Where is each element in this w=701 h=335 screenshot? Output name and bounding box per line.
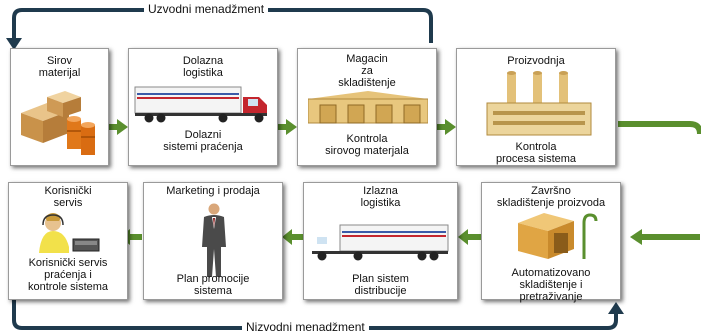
flow-arrow-production-exit (618, 121, 701, 135)
flow-arrow-1 (109, 119, 128, 135)
raw-material-barrels-icon (21, 91, 95, 155)
stage-caption: Korisnički servis praćenja i kontrole si… (27, 257, 109, 293)
stage-caption: Plan sistem distribucije (352, 273, 409, 297)
stage-title: Korisnički servis (44, 185, 92, 209)
upstream-management-label: Uzvodni menadžment (144, 2, 269, 16)
stage-production: Proizvodnja Kontrola procesa sistema (456, 48, 616, 166)
flow-arrow-5 (282, 229, 304, 245)
stage-raw-material: Sirov materijal (10, 48, 109, 166)
stage-title: Proizvodnja (507, 55, 565, 67)
stage-caption: Kontrola sirovog materjala (325, 133, 409, 157)
businessman-icon (202, 203, 226, 277)
truck-icon (134, 86, 267, 123)
stage-title: Završno skladištenje proizvoda (496, 185, 606, 209)
stage-customer-service: Korisnički servis Korisnički servis prać… (8, 182, 128, 300)
stage-caption: Automatizovano skladištenje i pretraživa… (511, 267, 591, 303)
flow-arrow-2 (278, 119, 297, 135)
stage-marketing-sales: Marketing i prodaja Plan promocije siste… (143, 182, 283, 300)
stage-title: Sirov materijal (38, 55, 81, 79)
upstream-loop-arrowhead (6, 38, 22, 50)
stage-caption: Plan promocije sistema (176, 273, 250, 297)
truck-icon (312, 224, 449, 261)
factory-icon (486, 71, 592, 136)
flow-arrow-final-storage-entry (630, 229, 700, 245)
downstream-loop-arrowhead (608, 302, 624, 314)
call-center-agent-icon (39, 213, 100, 253)
stage-outbound-logistics: Izlazna logistika Plan sistem distribuci… (303, 182, 458, 300)
stage-final-storage: Završno skladištenje proizvoda Automatiz… (481, 182, 621, 303)
stage-title: Marketing i prodaja (166, 185, 260, 197)
stage-caption: Kontrola procesa sistema (495, 141, 577, 165)
flow-arrow-3 (437, 119, 456, 135)
stage-inbound-logistics: Dolazna logistika Dolazni sistemi praćen… (128, 48, 278, 166)
flow-arrow-4 (458, 229, 482, 245)
stage-title: Dolazna logistika (182, 55, 224, 79)
stage-title: Izlazna logistika (360, 185, 401, 209)
automated-storage-icon (518, 213, 598, 259)
stage-title: Magacin za skladištenje (338, 53, 396, 89)
stage-storage-warehouse: Magacin za skladištenje Kontrola sirovog… (297, 48, 437, 166)
downstream-management-label: Nizvodni menadžment (242, 320, 369, 334)
warehouse-icon (308, 91, 428, 124)
stage-caption: Dolazni sistemi praćenja (163, 129, 243, 153)
